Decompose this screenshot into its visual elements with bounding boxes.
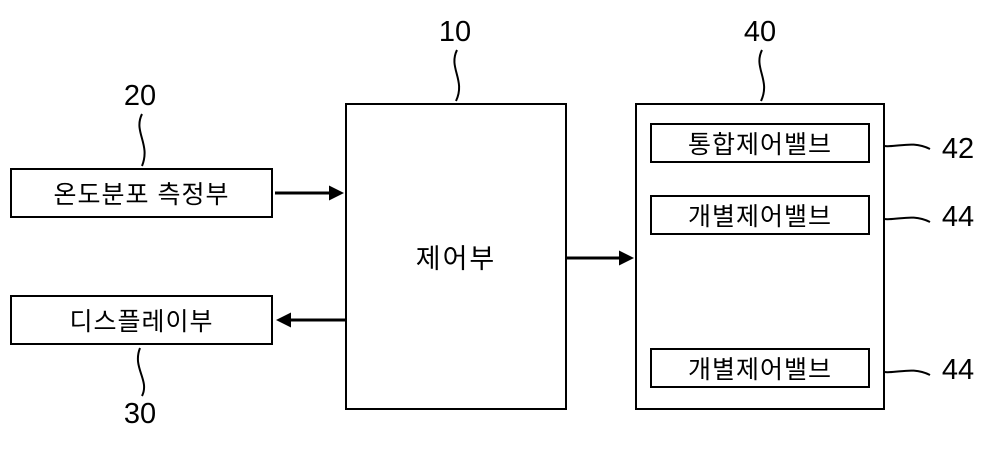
leader-line-ref-20 — [138, 113, 146, 167]
ref-number-20: 20 — [123, 80, 157, 112]
temperature-measuring-unit-label: 온도분포 측정부 — [53, 181, 230, 209]
display-unit-box: 디스플레이부 — [10, 295, 273, 345]
integrated-control-valve-label: 통합제어밸브 — [687, 131, 832, 159]
ref-number-30: 30 — [123, 398, 157, 430]
control-unit-box: 제어부 — [345, 103, 567, 410]
individual-control-valve-label-bottom: 개별제어밸브 — [687, 356, 832, 384]
leader-line-ref-10 — [453, 49, 461, 102]
arrow-control-to-display — [276, 312, 345, 328]
ref-number-42: 42 — [941, 133, 975, 165]
individual-control-valve-box-bottom: 개별제어밸브 — [650, 348, 870, 388]
control-unit-label: 제어부 — [415, 244, 497, 274]
arrow-temp-to-control — [275, 185, 344, 201]
ref-number-44-bottom: 44 — [941, 354, 975, 386]
ref-number-10: 10 — [438, 16, 472, 48]
individual-control-valve-label-top: 개별제어밸브 — [687, 203, 832, 231]
ref-number-44-top: 44 — [941, 201, 975, 233]
leader-line-ref-30 — [137, 347, 145, 397]
temperature-measuring-unit-box: 온도분포 측정부 — [10, 168, 273, 218]
arrow-control-to-valves — [567, 250, 634, 266]
leader-line-ref-40 — [758, 49, 766, 102]
display-unit-label: 디스플레이부 — [69, 308, 214, 336]
ref-number-40: 40 — [743, 16, 777, 48]
integrated-control-valve-box: 통합제어밸브 — [650, 123, 870, 163]
individual-control-valve-box-top: 개별제어밸브 — [650, 195, 870, 235]
